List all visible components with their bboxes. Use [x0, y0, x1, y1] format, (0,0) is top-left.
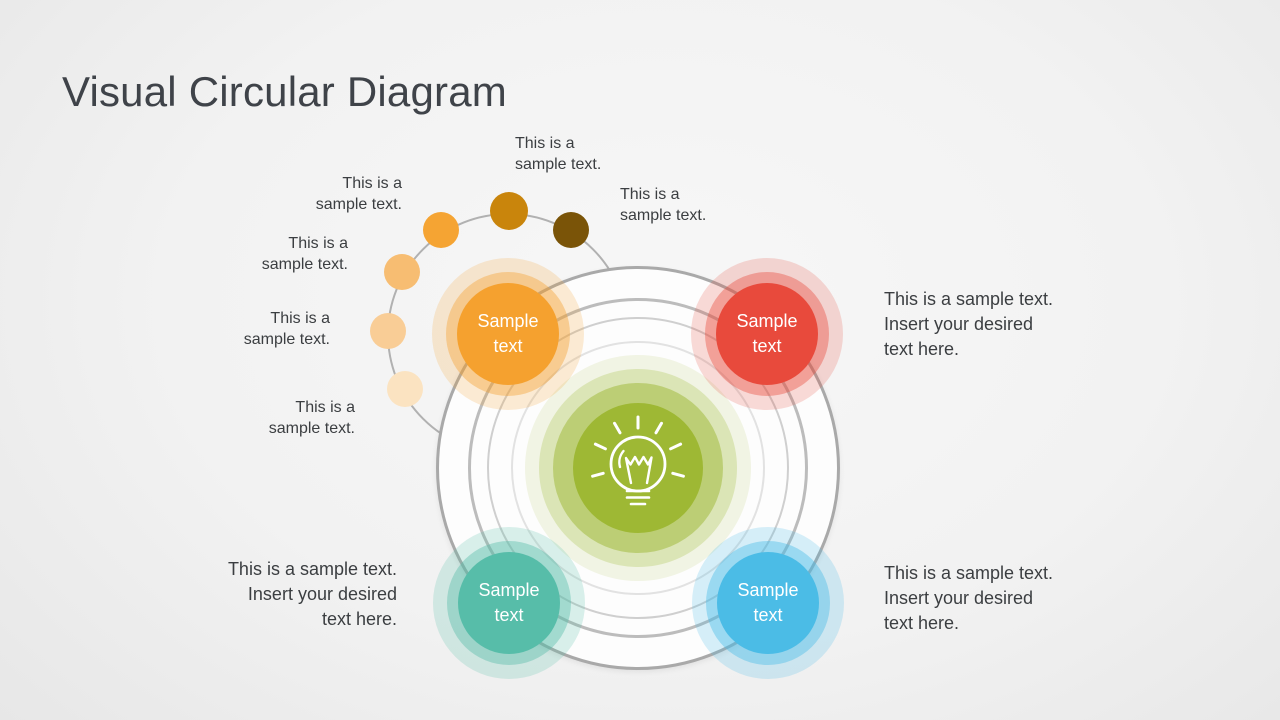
side-note-line: Insert your desired — [884, 588, 1034, 608]
side-note-line: Insert your desired — [247, 584, 397, 604]
node-label: Sample text — [737, 580, 799, 625]
arc-label-line: sample text. — [268, 420, 355, 437]
arc-label-line: sample text. — [315, 196, 402, 213]
node-circle: Sample text — [457, 283, 559, 385]
ring-4 — [511, 341, 765, 595]
arc-label-top-center: This is a sample text. — [515, 133, 625, 175]
arc-dot-6 — [387, 371, 423, 407]
side-note-line: text here. — [321, 609, 397, 629]
arc-label-line: This is a — [342, 175, 402, 192]
ring-3 — [487, 317, 789, 619]
arc-label-line: sample text. — [515, 156, 602, 173]
arc-dot-1 — [553, 212, 589, 248]
node-label: Sample text — [477, 311, 539, 356]
node-circle: Sample text — [716, 283, 818, 385]
slide-title: Visual Circular Diagram — [62, 68, 507, 116]
ring-2 — [468, 298, 808, 638]
arc-dot-2 — [490, 192, 528, 230]
side-note-left-bottom: This is a sample text. Insert your desir… — [172, 557, 397, 632]
side-note-right-bottom: This is a sample text. Insert your desir… — [884, 561, 1109, 636]
side-note-line: This is a sample text. — [884, 289, 1054, 309]
arc-label-line: This is a — [620, 186, 680, 203]
arc-dot-5 — [370, 313, 406, 349]
arc-label-line: This is a — [270, 310, 330, 327]
side-note-line: This is a sample text. — [227, 559, 397, 579]
arc-label-line: This is a — [288, 235, 348, 252]
node-top-left: Sample text — [432, 258, 584, 410]
node-bottom-right: Sample text — [692, 527, 844, 679]
center-node — [525, 355, 751, 581]
arc-label-line: This is a — [515, 135, 575, 152]
arc-label-mid-left: This is a sample text. — [220, 308, 330, 350]
node-label: Sample text — [478, 580, 540, 625]
node-bottom-left: Sample text — [433, 527, 585, 679]
side-note-line: This is a sample text. — [884, 563, 1054, 583]
side-note-line: text here. — [884, 613, 960, 633]
arc-label-left: This is a sample text. — [238, 233, 348, 275]
side-note-right-top: This is a sample text. Insert your desir… — [884, 287, 1109, 362]
node-circle: Sample text — [717, 552, 819, 654]
arc-label-top-right: This is a sample text. — [620, 184, 730, 226]
arc-label-lower-left: This is a sample text. — [245, 397, 355, 439]
node-circle: Sample text — [458, 552, 560, 654]
center-circle — [573, 403, 703, 533]
arc-label-line: sample text. — [243, 331, 330, 348]
arc-label-line: sample text. — [620, 207, 707, 224]
side-note-line: text here. — [884, 339, 960, 359]
side-note-line: Insert your desired — [884, 314, 1034, 334]
node-label: Sample text — [736, 311, 798, 356]
arc-label-line: sample text. — [261, 256, 348, 273]
node-top-right: Sample text — [691, 258, 843, 410]
arc-dot-4 — [384, 254, 420, 290]
lightbulb-icon — [591, 415, 685, 506]
arc-label-line: This is a — [295, 399, 355, 416]
arc-label-upper-left: This is a sample text. — [292, 173, 402, 215]
arc-dot-3 — [423, 212, 459, 248]
